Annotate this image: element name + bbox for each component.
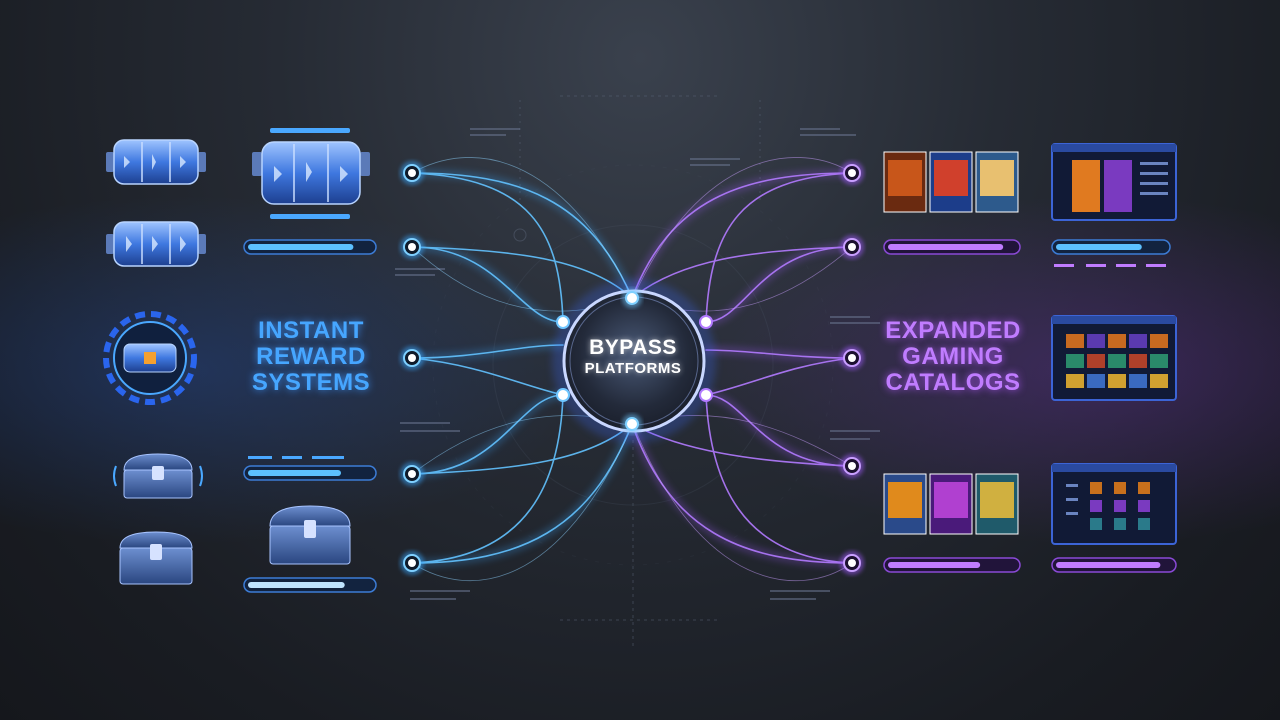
game-store-window-icon [1051,463,1177,545]
right-progress-bars [883,239,1177,573]
right-heading-text: EXPANDED GAMING CATALOGS [885,317,1021,396]
game-covers-icon [883,473,1019,535]
instant-reward-systems-title: INSTANT REWARD SYSTEMS [236,318,386,396]
node-left-4[interactable] [400,462,424,486]
hud-text-dots [395,128,880,600]
expanded-gaming-catalogs-title: EXPANDED GAMING CATALOGS [878,318,1028,396]
node-right-2[interactable] [840,235,864,259]
slot-reel-icon [106,221,206,267]
treasure-chest-icon [113,453,203,499]
hub-label-line2: PLATFORMS [584,360,682,377]
node-left-1[interactable] [400,161,424,185]
game-covers-icon [883,151,1019,213]
left-nodes [400,161,424,575]
node-left-2[interactable] [400,235,424,259]
node-right-3[interactable] [840,346,864,370]
node-right-4[interactable] [840,454,864,478]
node-right-1[interactable] [840,161,864,185]
hub-label: BYPASS PLATFORMS [568,336,698,378]
hub-ports [556,288,713,434]
hud-grid [432,95,834,650]
treasure-chest-icon [119,531,193,585]
right-nodes [840,161,864,575]
left-heading-text: INSTANT REWARD SYSTEMS [251,317,371,396]
slot-reel-icon [106,139,206,185]
node-right-5[interactable] [840,551,864,575]
game-store-window-icon [1051,315,1177,401]
treasure-chest-icon [269,505,351,565]
slot-machine-icon [103,311,197,405]
game-store-window-icon [1051,143,1177,221]
bypass-hub [552,279,716,443]
hub-label-line1: BYPASS [589,336,677,359]
right-connections [629,157,855,581]
left-progress-bars [243,239,377,593]
slot-reel-icon [252,128,370,219]
node-left-3[interactable] [400,346,424,370]
node-left-5[interactable] [400,551,424,575]
left-connections [409,157,635,581]
